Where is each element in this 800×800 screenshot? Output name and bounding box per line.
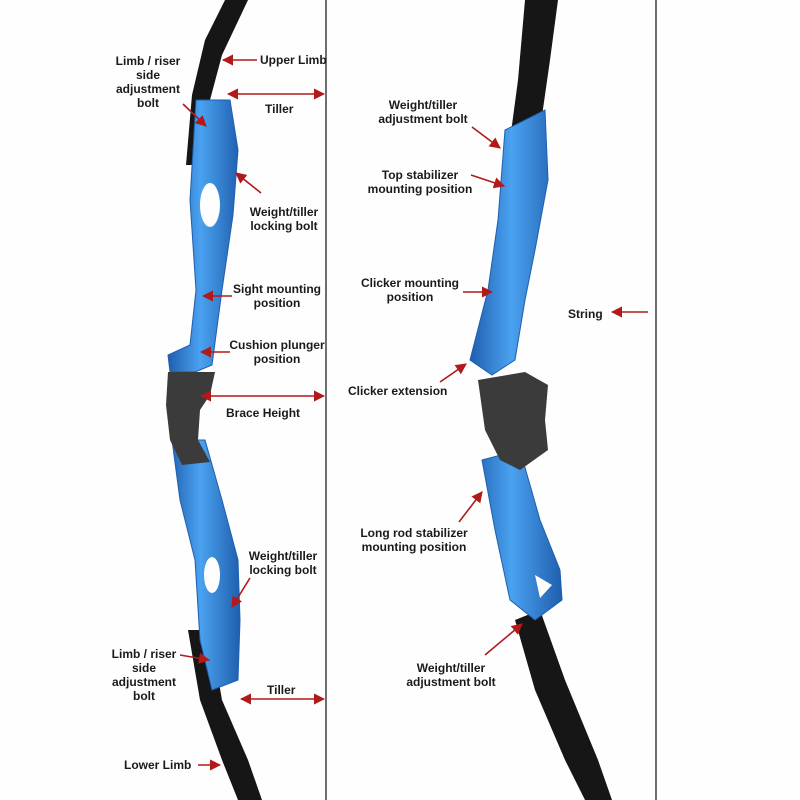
label-line: side [135,68,160,82]
arrow-weight-tiller-adjust-bottom [484,623,523,656]
label-long-rod: Long rod stabilizer mounting position [352,526,476,554]
arrow-weight-tiller-locking-top [235,172,262,194]
right-bow [469,0,612,800]
label-line: adjustment bolt [406,675,496,689]
label-lower-limb: Lower Limb [124,758,192,772]
label-line: adjustment [115,82,180,96]
label-line: side [131,661,156,675]
label-weight-tiller-locking-bottom: Weight/tiller locking bolt [242,549,324,577]
label-line: Limb / riser [115,54,181,68]
label-brace-height: Brace Height [226,406,301,420]
label-line: Cushion plunger [229,338,325,352]
label-upper-limb: Upper Limb [260,53,327,67]
label-limb-riser-top: Limb / riser side adjustment bolt [108,54,188,110]
left-lower-limb [188,630,262,800]
label-line: Top stabilizer [381,168,459,182]
label-line: Limb / riser [111,647,177,661]
label-weight-tiller-locking-top: Weight/tiller locking bolt [243,205,325,233]
label-tiller-bottom: Tiller [267,683,296,697]
label-line: position [253,296,301,310]
label-line: Weight/tiller [388,98,458,112]
arrow-weight-tiller-adjust-top [471,126,501,149]
label-line: mounting position [361,540,467,554]
label-line: Weight/tiller [416,661,486,675]
label-line: position [253,352,301,366]
label-line: adjustment [111,675,176,689]
label-line: Long rod stabilizer [360,526,468,540]
left-riser-cutout [200,183,220,227]
arrow-limb-riser-top [182,103,207,127]
label-line: Weight/tiller [248,549,318,563]
arrow-limb-riser-bottom [179,652,211,664]
label-line: locking bolt [250,219,318,233]
label-line: Weight/tiller [249,205,319,219]
label-clicker-mounting: Clicker mounting position [356,276,464,304]
left-riser-cutout [204,557,220,593]
label-tiller-top: Tiller [265,102,294,116]
label-limb-riser-bottom: Limb / riser side adjustment bolt [104,647,184,703]
arrow-top-stabilizer [470,174,506,189]
label-line: bolt [137,96,159,110]
label-line: locking bolt [249,563,317,577]
arrow-weight-tiller-locking-bottom [231,577,251,608]
right-grip [478,372,548,470]
label-line: adjustment bolt [378,112,468,126]
label-top-stabilizer: Top stabilizer mounting position [364,168,476,196]
right-upper-limb [510,0,558,140]
label-line: position [386,290,434,304]
label-line: Sight mounting [233,282,321,296]
right-riser-cutout [535,575,552,598]
label-line: mounting position [367,182,473,196]
label-string: String [568,307,603,321]
label-sight-mounting: Sight mounting position [228,282,326,310]
right-riser [469,109,563,621]
label-weight-tiller-adjust-bottom: Weight/tiller adjustment bolt [398,661,504,689]
label-line: bolt [133,689,155,703]
label-line: Clicker mounting [360,276,459,290]
right-lower-limb [515,610,612,800]
label-cushion-plunger: Cushion plunger position [224,338,330,366]
label-clicker-extension: Clicker extension [348,384,448,398]
arrow-clicker-extension [439,363,467,383]
label-weight-tiller-adjust-top: Weight/tiller adjustment bolt [370,98,476,126]
arrow-long-rod [458,491,483,523]
